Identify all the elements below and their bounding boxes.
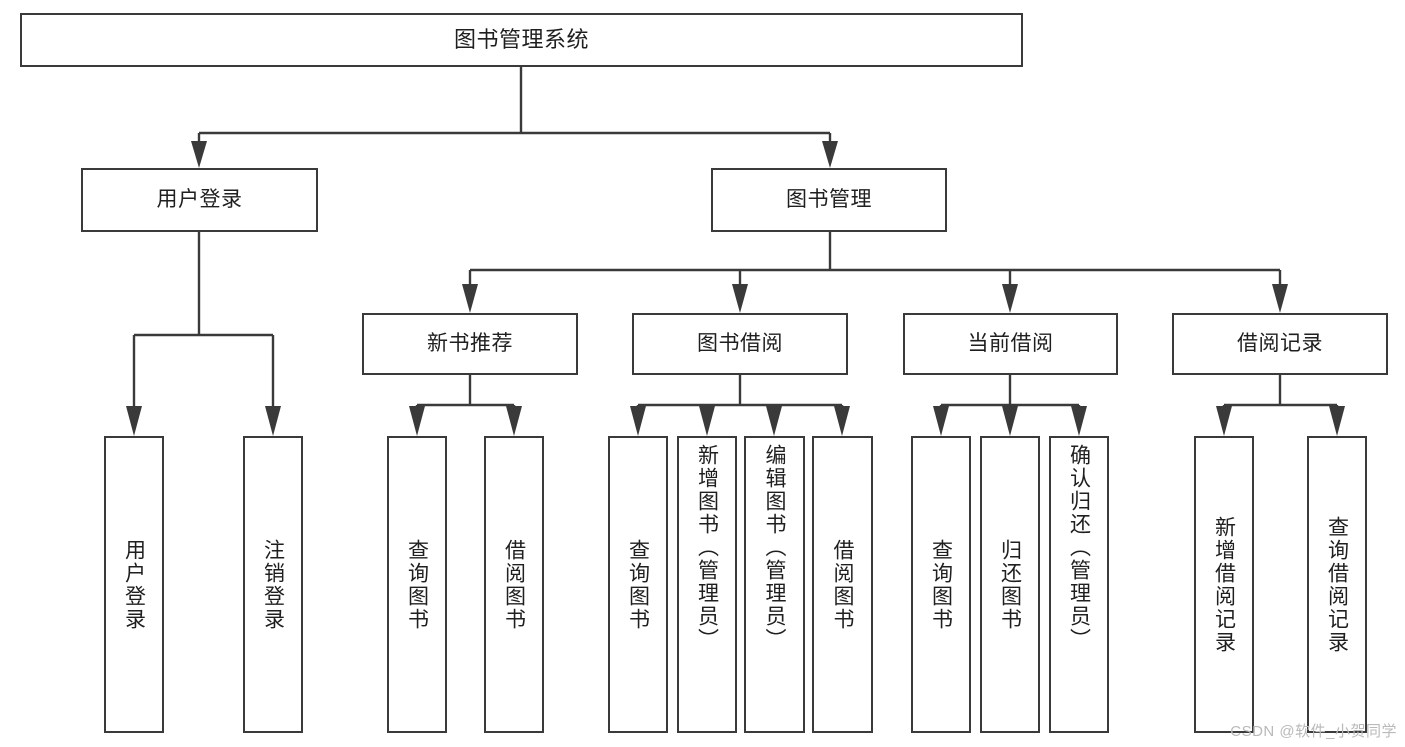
arrowhead-newbook-leaf-2 bbox=[506, 406, 522, 436]
node-label: 归还图书 bbox=[998, 538, 1022, 631]
node-label: 图书借阅 bbox=[697, 331, 783, 355]
node-label: 借阅记录 bbox=[1237, 331, 1323, 355]
arrowhead-book-management bbox=[822, 141, 838, 168]
node-label: 查询图书 bbox=[929, 538, 953, 631]
arrowhead-book-borrow bbox=[732, 284, 748, 313]
node-label: 新书推荐 bbox=[427, 331, 513, 355]
arrowhead-currentborrow-leaf-3 bbox=[1071, 406, 1087, 436]
node-user-login[interactable]: 用户登录 bbox=[81, 168, 318, 232]
leaf-current-borrow-3[interactable]: 确认归还（管理员） bbox=[1049, 436, 1109, 733]
node-label: 当前借阅 bbox=[967, 331, 1054, 355]
node-borrow-record[interactable]: 借阅记录 bbox=[1172, 313, 1388, 375]
node-label: 图书管理系统 bbox=[453, 27, 589, 53]
node-book-borrow[interactable]: 图书借阅 bbox=[632, 313, 848, 375]
node-label: 新增图书（管理员） bbox=[695, 444, 719, 651]
node-label: 新增借阅记录 bbox=[1212, 515, 1236, 654]
leaf-user-login-2[interactable]: 注销登录 bbox=[243, 436, 303, 733]
node-label: 用户登录 bbox=[156, 187, 243, 211]
leaf-book-borrow-2[interactable]: 新增图书（管理员） bbox=[677, 436, 737, 733]
arrowhead-newbook-leaf-1 bbox=[409, 406, 425, 436]
arrowhead-currentborrow-leaf-2 bbox=[1002, 406, 1018, 436]
arrowhead-currentborrow-leaf-1 bbox=[933, 406, 949, 436]
arrowhead-borrowrecord-leaf-2 bbox=[1329, 406, 1345, 436]
node-label: 编辑图书（管理员） bbox=[763, 444, 786, 651]
node-label: 借阅图书 bbox=[831, 538, 854, 631]
leaf-new-book-recommend-2[interactable]: 借阅图书 bbox=[484, 436, 544, 733]
csdn-watermark: CSDN @软件_小贺同学 bbox=[1230, 723, 1397, 740]
arrowhead-bookborrow-leaf-1 bbox=[630, 406, 646, 436]
arrowhead-login-leaf-2 bbox=[265, 406, 281, 436]
leaf-book-borrow-4[interactable]: 借阅图书 bbox=[812, 436, 873, 733]
arrowhead-bookborrow-leaf-3 bbox=[766, 406, 782, 436]
node-current-borrow[interactable]: 当前借阅 bbox=[903, 313, 1118, 375]
leaf-current-borrow-2[interactable]: 归还图书 bbox=[980, 436, 1040, 733]
node-new-book-recommend[interactable]: 新书推荐 bbox=[362, 313, 578, 375]
leaf-borrow-record-1[interactable]: 新增借阅记录 bbox=[1194, 436, 1254, 733]
node-label: 查询图书 bbox=[626, 538, 650, 631]
node-label: 用户登录 bbox=[122, 538, 146, 631]
node-label: 图书管理 bbox=[786, 187, 872, 211]
node-label: 确认归还（管理员） bbox=[1067, 444, 1091, 651]
leaf-borrow-record-2[interactable]: 查询借阅记录 bbox=[1307, 436, 1367, 733]
arrowhead-login-leaf-1 bbox=[126, 406, 142, 436]
node-label: 查询图书 bbox=[405, 538, 429, 631]
node-root-system[interactable]: 图书管理系统 bbox=[20, 13, 1023, 67]
node-label: 查询借阅记录 bbox=[1325, 515, 1349, 654]
arrowhead-user-login bbox=[191, 141, 207, 168]
arrowhead-bookborrow-leaf-4 bbox=[834, 406, 850, 436]
node-label: 注销登录 bbox=[261, 538, 285, 631]
node-label: 借阅图书 bbox=[502, 538, 526, 631]
arrowhead-borrow-record bbox=[1272, 284, 1288, 313]
leaf-book-borrow-1[interactable]: 查询图书 bbox=[608, 436, 668, 733]
arrowhead-current-borrow bbox=[1002, 284, 1018, 313]
leaf-user-login-1[interactable]: 用户登录 bbox=[104, 436, 164, 733]
leaf-book-borrow-3[interactable]: 编辑图书（管理员） bbox=[744, 436, 805, 733]
leaf-current-borrow-1[interactable]: 查询图书 bbox=[911, 436, 971, 733]
arrowhead-borrowrecord-leaf-1 bbox=[1216, 406, 1232, 436]
node-book-management[interactable]: 图书管理 bbox=[711, 168, 947, 232]
arrowhead-bookborrow-leaf-2 bbox=[699, 406, 715, 436]
leaf-new-book-recommend-1[interactable]: 查询图书 bbox=[387, 436, 447, 733]
arrowhead-new-book-recommend bbox=[462, 284, 478, 313]
